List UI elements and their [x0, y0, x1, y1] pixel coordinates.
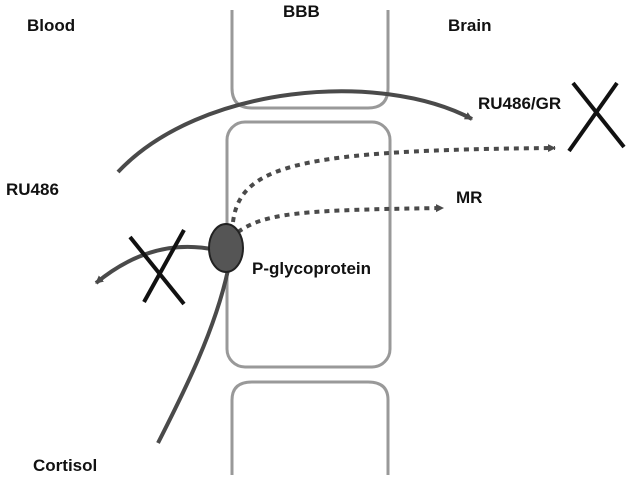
- blood-label: Blood: [27, 16, 76, 35]
- p-glycoprotein-transporter: [208, 223, 244, 273]
- bbb-label: BBB: [283, 2, 320, 21]
- efflux-blocked-cross-icon: [128, 229, 186, 306]
- mr-label: MR: [456, 188, 483, 207]
- ru486-arrow: [116, 89, 473, 174]
- cortisol-label: Cortisol: [33, 456, 98, 475]
- ru486-label: RU486: [6, 180, 59, 199]
- efflux-arrow: [94, 245, 217, 285]
- top-endothelial-cell: [230, 10, 390, 110]
- bottom-endothelial-cell: [230, 380, 390, 475]
- cortisol-arrow: [156, 269, 230, 444]
- brain-label: Brain: [448, 16, 492, 35]
- middle-endothelial-cell: [225, 120, 392, 369]
- ru486-gr-label: RU486/GR: [478, 94, 562, 113]
- ru486-gr-blocked-cross-icon: [567, 81, 626, 153]
- p-glycoprotein-label: P-glycoprotein: [252, 259, 372, 278]
- dotted-arrow-to-gr: [231, 144, 556, 223]
- dotted-arrow-to-mr: [236, 204, 444, 234]
